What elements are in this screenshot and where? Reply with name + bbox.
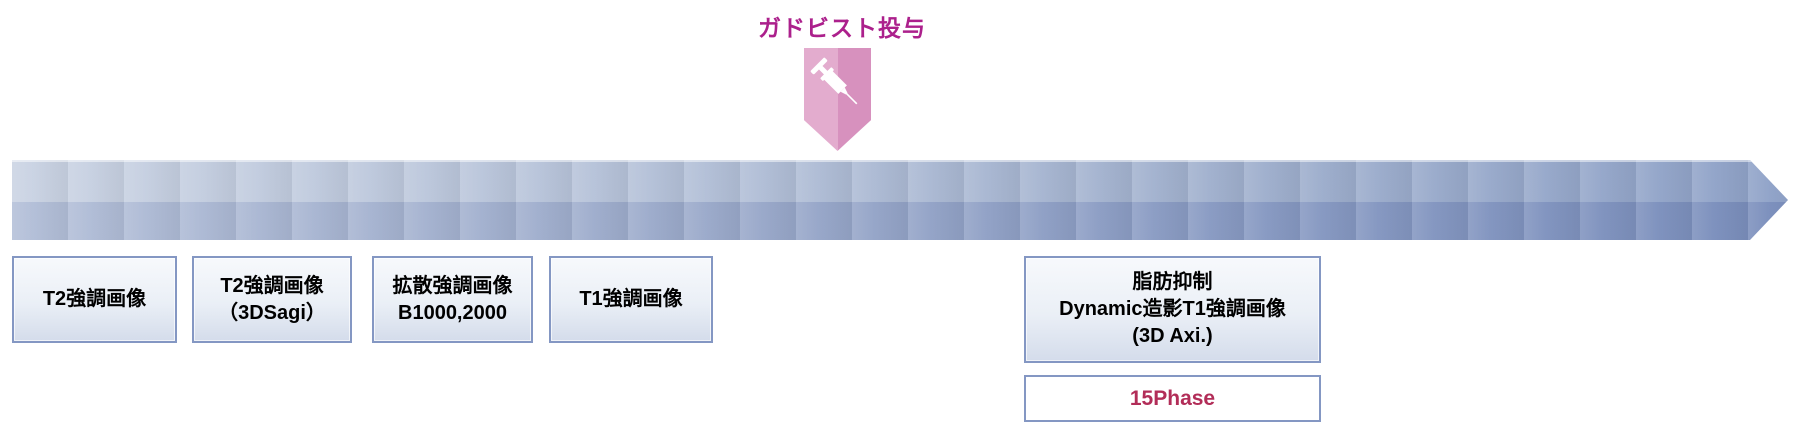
sequence-box-t2: T2強調画像 <box>12 256 177 343</box>
phase-badge: 15Phase <box>1024 375 1321 422</box>
sequence-label: T1強調画像 <box>579 288 683 310</box>
timeline-arrow-highlight <box>12 160 1788 162</box>
sequence-box-t2-3dsagi: T2強調画像 （3DSagi） <box>192 256 352 343</box>
sequence-label: Dynamic造影T1強調画像 <box>1059 298 1286 320</box>
timeline-arrow-facets <box>12 160 1788 240</box>
sequence-label: 拡散強調画像 <box>392 274 513 297</box>
sequence-label: 脂肪抑制 <box>1132 271 1213 293</box>
sequence-label: T2強調画像 <box>220 274 324 297</box>
timeline-arrow <box>12 160 1788 240</box>
sequence-label: T2強調画像 <box>42 288 147 310</box>
sequence-box-dynamic: 脂肪抑制 Dynamic造影T1強調画像 (3D Axi.) <box>1024 256 1321 363</box>
sequence-label: (3D Axi.) <box>1132 325 1213 347</box>
injection-marker <box>804 48 871 151</box>
timeline-arrow-bottom-bevel <box>12 202 1788 240</box>
sequence-box-dwi: 拡散強調画像 B1000,2000 <box>372 256 533 343</box>
sequence-label: B1000,2000 <box>398 301 507 324</box>
injection-title: ガドビスト投与 <box>758 15 926 41</box>
sequence-box-t1: T1強調画像 <box>549 256 713 343</box>
timeline-arrow-top-bevel <box>12 160 1788 202</box>
phase-badge-label: 15Phase <box>1129 386 1216 410</box>
syringe-icon <box>810 57 858 105</box>
sequence-label: （3DSagi） <box>218 301 326 324</box>
